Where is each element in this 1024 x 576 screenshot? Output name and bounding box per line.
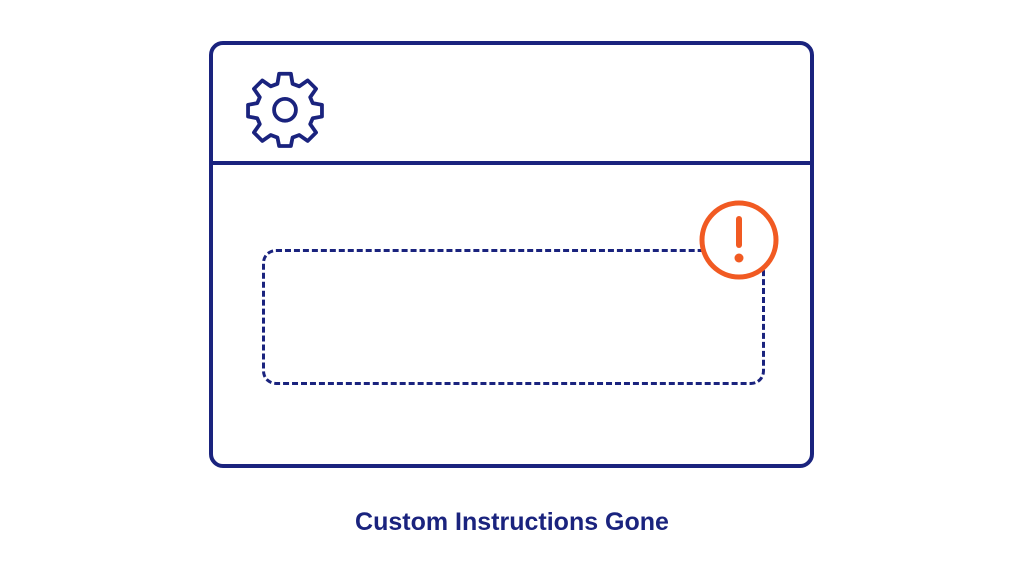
- exclamation-circle-icon: [699, 200, 779, 280]
- custom-instructions-placeholder: [262, 249, 765, 385]
- caption-title: Custom Instructions Gone: [355, 508, 669, 536]
- window-header: [213, 45, 810, 165]
- app-window: [209, 41, 814, 468]
- gear-icon[interactable]: [243, 67, 327, 151]
- window-content: [213, 165, 810, 468]
